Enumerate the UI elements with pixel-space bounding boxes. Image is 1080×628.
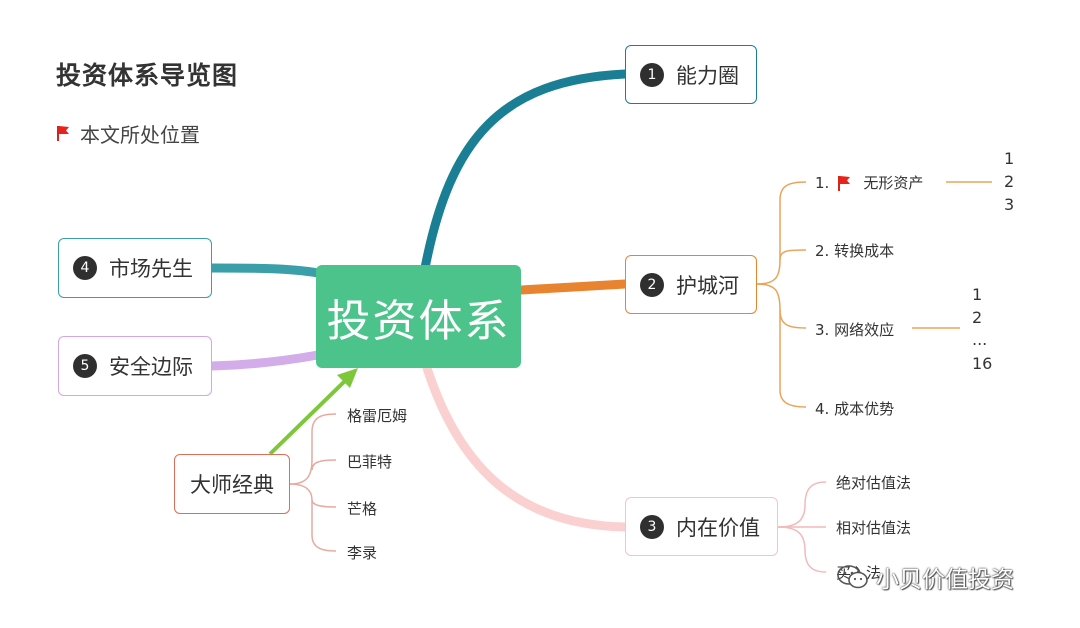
number-badge: 2 [640,272,664,297]
moat-item-3[interactable]: 3. 网络效应 [815,319,894,340]
branch-label: 内在价值 [676,515,760,540]
network-sub-1: 1 [972,285,983,304]
master-item-1[interactable]: 格雷厄姆 [347,407,408,425]
moat-sub-2: 2 [1004,172,1015,191]
center-label: 投资体系 [326,295,511,347]
red-flag-icon [56,125,70,141]
master-item-4[interactable]: 李录 [347,544,378,562]
moat-item-label: 成本优势 [834,400,895,418]
masters-arrow [268,376,350,456]
branch-node-5[interactable]: 5 安全边际 [58,336,212,396]
moat-sub-1: 1 [1004,149,1015,168]
branch-node-2[interactable]: 2 护城河 [625,255,757,314]
red-flag-icon [837,175,851,191]
masters-node[interactable]: 大师经典 [174,454,290,514]
master-item-2[interactable]: 巴菲特 [347,453,393,471]
moat-item-label: 网络效应 [834,321,895,339]
branch-node-1[interactable]: 1 能力圈 [625,45,757,104]
network-sub-2: 2 [972,308,983,327]
watermark-label: 小贝价值投资 [876,567,1014,593]
connector-branch-4 [207,263,323,278]
branch-label: 能力圈 [676,63,739,88]
moat-item-label: 转换成本 [834,242,895,260]
branch-label: 安全边际 [109,355,193,379]
valuation-item-2[interactable]: 相对估值法 [836,519,912,537]
masters-label: 大师经典 [190,473,274,497]
moat-sub-3: 3 [1004,195,1015,214]
connector-branch-5 [207,350,323,371]
valuation-item-1[interactable]: 绝对估值法 [836,474,912,492]
branch-node-3[interactable]: 3 内在价值 [625,497,778,556]
branch-label: 护城河 [676,273,739,298]
moat-item-1[interactable]: 1. 无形资产 [815,172,923,193]
center-node[interactable]: 投资体系 [316,265,521,368]
branch-label: 市场先生 [109,257,193,281]
moat-item-4[interactable]: 4. 成本优势 [815,398,894,419]
connector-branch-3 [422,363,630,532]
network-sub-4: 16 [972,354,993,373]
connector-branch-2 [516,279,630,295]
moat-item-prefix: 2. [815,242,830,260]
master-item-3[interactable]: 芒格 [347,500,378,518]
number-badge: 1 [640,62,664,87]
wechat-icon [837,565,868,589]
legend-label: 本文所处位置 [80,122,200,147]
number-badge: 4 [73,256,97,280]
moat-item-prefix: 1. [815,173,830,192]
branch-node-4[interactable]: 4 市场先生 [58,238,212,298]
watermark: 小贝价值投资 [836,560,1014,594]
moat-item-2[interactable]: 2. 转换成本 [815,240,894,261]
moat-item-label: 无形资产 [863,174,924,192]
legend: 本文所处位置 [56,118,200,148]
number-badge: 5 [73,354,97,378]
moat-item-prefix: 4. [815,400,830,418]
number-badge: 3 [640,514,664,539]
network-sub-3: ... [972,330,988,349]
connector-branch-1 [420,69,630,273]
moat-item-prefix: 3. [815,321,830,339]
page-title: 投资体系导览图 [56,61,239,90]
